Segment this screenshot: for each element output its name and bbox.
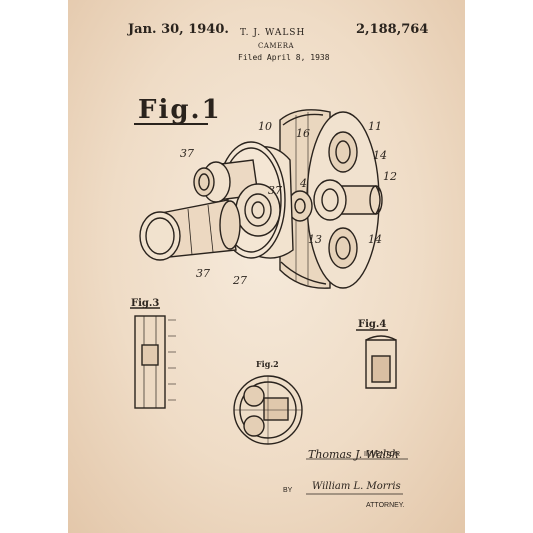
fig4-text: Fig.4 bbox=[358, 319, 386, 330]
inventor-name: T. J. WALSH bbox=[240, 28, 306, 38]
ref-11: 11 bbox=[368, 120, 382, 133]
ref-37-upper: 37 bbox=[180, 147, 194, 160]
middle-lens bbox=[235, 183, 281, 237]
drum-lens-ports bbox=[328, 131, 358, 269]
patent-date: Jan. 30, 1940. bbox=[128, 22, 229, 37]
ref-14-upper: 14 bbox=[373, 149, 387, 162]
fig3-text: Fig.3 bbox=[131, 298, 159, 309]
ref-37-middle: 37 bbox=[268, 184, 282, 197]
ref-10: 10 bbox=[258, 120, 272, 133]
patent-number: 2,188,764 bbox=[356, 22, 429, 37]
ref-37-lower: 37 bbox=[196, 267, 210, 280]
ref-13: 13 bbox=[308, 233, 322, 246]
patent-sheet: Jan. 30, 1940. T. J. WALSH 2,188,764 CAM… bbox=[68, 0, 465, 533]
inventor-signature: Thomas J. Walsh bbox=[308, 448, 399, 461]
fig1-label: Fig.1 bbox=[134, 95, 222, 125]
long-lens bbox=[139, 199, 241, 261]
patent-title: CAMERA bbox=[258, 42, 295, 50]
fig2-drawing: Fig.2 bbox=[233, 359, 303, 445]
inventor-label: INVENTOR bbox=[364, 451, 401, 458]
fig3-drawing: Fig.3 bbox=[130, 298, 176, 409]
ref-4: 4 bbox=[299, 177, 307, 190]
attorney-signature: William L. Morris bbox=[312, 481, 401, 492]
ref-16: 16 bbox=[296, 127, 310, 140]
camera-drawing: Fig.1 bbox=[130, 95, 408, 495]
ref-27: 27 bbox=[232, 274, 247, 287]
fig1-text: Fig.1 bbox=[138, 95, 222, 125]
fig2-text: Fig.2 bbox=[256, 359, 279, 369]
ref-14-lower: 14 bbox=[368, 233, 382, 246]
fig4-drawing: Fig.4 bbox=[356, 319, 397, 389]
by-label: BY bbox=[283, 487, 293, 494]
filing-date: Filed April 8, 1938 bbox=[238, 53, 330, 62]
side-shaft bbox=[287, 179, 383, 222]
attorney-label: ATTORNEY. bbox=[366, 502, 405, 509]
ref-12: 12 bbox=[383, 170, 397, 183]
